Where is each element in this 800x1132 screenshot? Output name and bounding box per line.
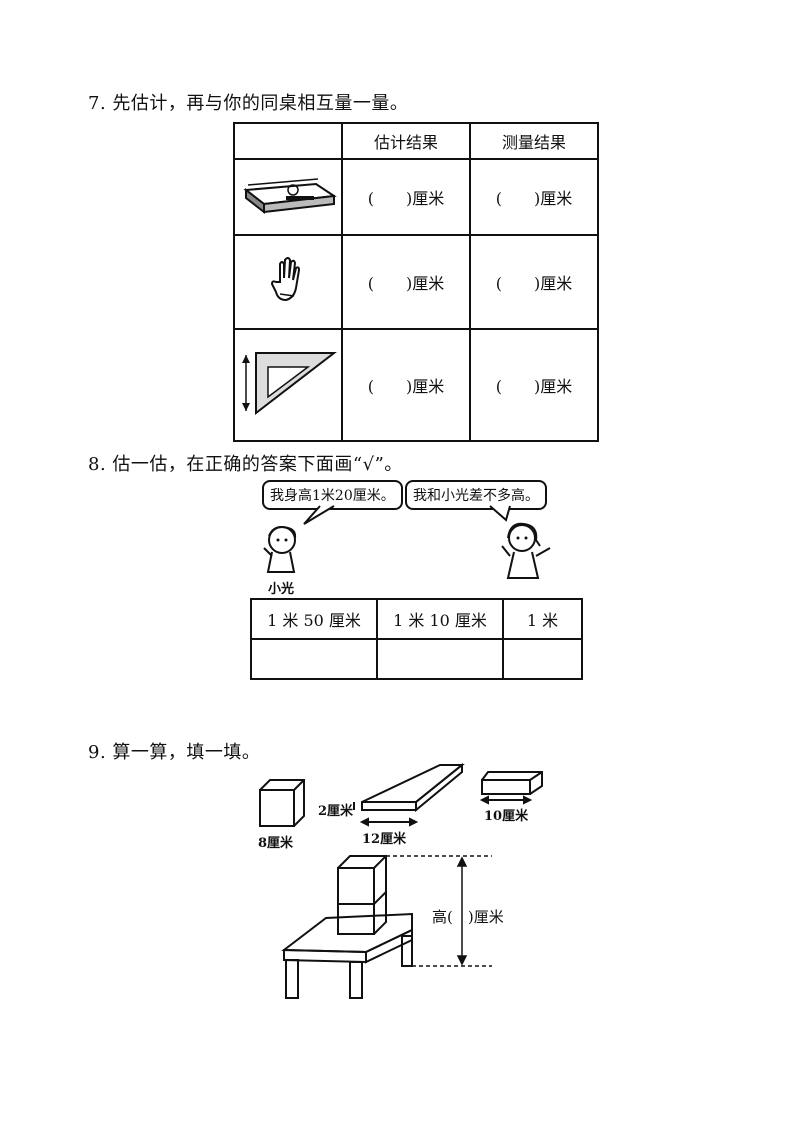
q9-title: 9. 算一算，填一填。 — [88, 742, 261, 763]
box-figure — [479, 771, 543, 805]
board-figure — [353, 762, 465, 827]
option-3-label: 1 米 — [502, 598, 583, 640]
q8-title: 8. 估一估，在正确的答案下面画“√”。 — [88, 454, 403, 475]
girl-figure — [501, 522, 551, 579]
board-length-label: 12厘米 — [362, 832, 407, 847]
answer-blank: ( )厘米 — [367, 274, 445, 293]
option-3-check-cell[interactable] — [502, 638, 583, 680]
q8-answer-table: 1 米 50 厘米 1 米 10 厘米 1 米 — [250, 598, 583, 680]
q8-illustration — [263, 505, 551, 579]
speech-bubble-left: 我身高1米20厘米。 — [262, 480, 403, 510]
answer-blank: ( )厘米 — [495, 274, 573, 293]
q7-title: 7. 先估计，再与你的同桌相互量一量。 — [88, 93, 409, 114]
q7-estimate-2[interactable]: ( )厘米 — [341, 234, 471, 330]
height-arrow — [386, 855, 492, 967]
stacked-cubes — [337, 855, 387, 935]
q7-measure-3[interactable]: ( )厘米 — [469, 328, 599, 442]
cube-label: 8厘米 — [258, 836, 294, 851]
q7-estimate-3[interactable]: ( )厘米 — [341, 328, 471, 442]
pencil-case-icon — [243, 178, 337, 215]
q9-illustration — [259, 762, 543, 999]
speech-bubble-right: 我和小光差不多高。 — [405, 480, 547, 510]
answer-blank: ( )厘米 — [367, 189, 445, 208]
q7-header-blank — [233, 122, 343, 160]
answer-blank: ( )厘米 — [495, 189, 573, 208]
q7-table: 估计结果 测量结果 ( )厘米 ( )厘米 ( )厘米 ( )厘米 — [233, 122, 599, 442]
q7-item-cell — [233, 328, 343, 442]
q7-item-cell — [233, 158, 343, 236]
boy-figure — [263, 526, 297, 573]
option-2-check-cell[interactable] — [376, 638, 504, 680]
answer-blank: ( )厘米 — [367, 377, 445, 396]
answer-blank: ( )厘米 — [495, 377, 573, 396]
option-2-label: 1 米 10 厘米 — [376, 598, 504, 640]
q7-estimate-1[interactable]: ( )厘米 — [341, 158, 471, 236]
triangle-ruler-icon — [242, 352, 337, 416]
boy-name: 小光 — [268, 582, 295, 597]
option-1-label: 1 米 50 厘米 — [250, 598, 378, 640]
height-answer-label[interactable]: 高( )厘米 — [432, 908, 504, 926]
q7-item-cell — [233, 234, 343, 330]
cube-figure — [259, 779, 305, 827]
table-figure — [281, 912, 413, 999]
q7-measure-1[interactable]: ( )厘米 — [469, 158, 599, 236]
q7-measure-2[interactable]: ( )厘米 — [469, 234, 599, 330]
hand-icon — [270, 257, 301, 302]
option-1-check-cell[interactable] — [250, 638, 378, 680]
q7-header-estimate: 估计结果 — [341, 122, 471, 160]
board-height-label: 2厘米 — [318, 804, 354, 819]
box-label: 10厘米 — [484, 809, 529, 824]
q7-header-measure: 测量结果 — [469, 122, 599, 160]
